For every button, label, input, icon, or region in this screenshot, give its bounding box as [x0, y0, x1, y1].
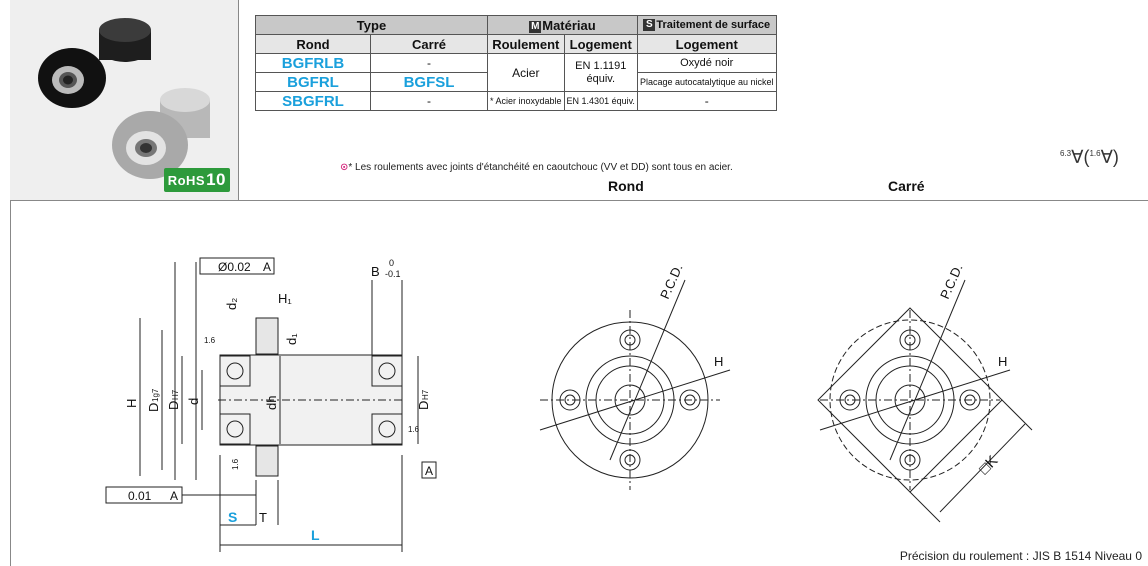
bearing-precision: Précision du roulement : JIS B 1514 Nive…	[899, 549, 1142, 563]
view-label-carre: Carré	[888, 178, 925, 194]
datum-a: A	[425, 464, 433, 478]
dim-h: H	[124, 399, 139, 408]
product-photo-panel: RoHS10	[10, 0, 239, 201]
rohs-badge: RoHS10	[163, 168, 230, 192]
header-roulement: Roulement	[487, 34, 565, 54]
perp-value: 0.01	[128, 489, 152, 503]
page-frame	[10, 0, 1148, 566]
header-type: Type	[255, 15, 488, 35]
roughness-3: 1.6	[231, 458, 240, 470]
dim-dh: dh	[264, 396, 279, 410]
dim-t: T	[259, 510, 267, 525]
dim-dh7-right: D	[416, 401, 431, 410]
rond-pcd: P.C.D.	[657, 262, 686, 302]
view-label-rond: Rond	[608, 178, 644, 194]
dim-d2: d₂	[224, 298, 239, 310]
dim-b: B	[371, 264, 380, 279]
warning-icon: ⊙	[340, 162, 349, 173]
rond-h: H	[714, 354, 723, 369]
perp-datum: A	[170, 489, 178, 503]
dim-b-tol-lo: -0.1	[385, 269, 401, 279]
roughness-1: 1.6	[204, 336, 216, 345]
dim-d-1g7-sub: 1g7	[151, 388, 160, 402]
stainless-logement-cell: EN 1.4301 équiv.	[563, 91, 638, 111]
carre-pcd: P.C.D.	[937, 262, 966, 302]
carre-h: H	[998, 354, 1007, 369]
carre-k: □K	[976, 452, 1002, 478]
code-cell: -	[370, 91, 488, 111]
dim-l: L	[311, 527, 320, 543]
dim-d1: d₁	[284, 333, 299, 345]
code-cell: BGFRL	[255, 72, 371, 92]
surface-finish-symbol: 6.3∀(1.6∀)	[1060, 147, 1119, 167]
stainless-cell: * Acier inoxydable	[487, 91, 565, 111]
dim-dh7-sub: H7	[171, 389, 180, 400]
dim-b-tol-up: 0	[389, 258, 394, 268]
dim-dh7: D	[166, 401, 181, 410]
coax-value: Ø0.02	[218, 260, 251, 274]
dim-dh7-right-sub: H7	[421, 389, 430, 400]
coax-datum: A	[263, 260, 271, 274]
header-logement-surface: Logement	[636, 34, 777, 54]
surface-cell: Placage autocatalytique au nickel	[636, 72, 777, 92]
dim-d: d	[186, 398, 201, 405]
dim-s: S	[228, 509, 237, 525]
code-cell: SBGFRL	[255, 91, 371, 111]
header-logement: Logement	[563, 34, 638, 54]
surface-cell: -	[636, 91, 777, 111]
dim-h1: H₁	[278, 291, 292, 306]
product-photo	[38, 18, 210, 179]
header-carre: Carré	[370, 34, 488, 54]
roughness-2: 1.6	[408, 425, 420, 434]
dim-d-1g7: D	[146, 403, 161, 412]
section-divider	[10, 200, 1148, 201]
table-note: ⊙* Les roulements avec joints d'étanchéi…	[340, 162, 733, 173]
